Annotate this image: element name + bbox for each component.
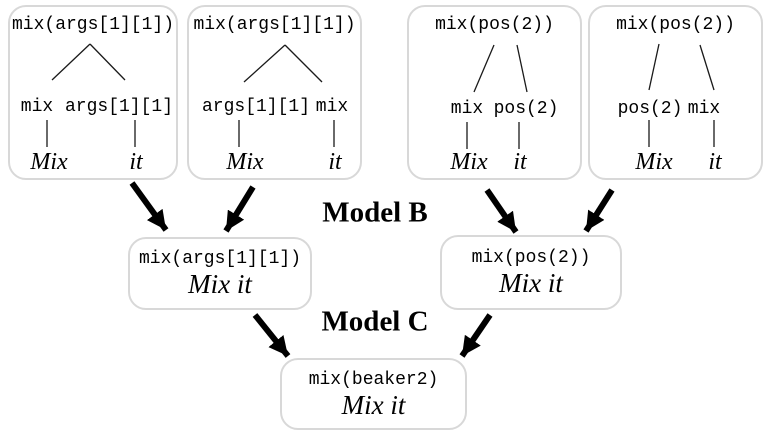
tree-box-pos-order1: mix(pos(2)) mix pos(2) Mix it: [407, 5, 582, 180]
tree-child-right: mix: [315, 97, 349, 117]
merged-node-gloss: Mix it: [188, 269, 252, 300]
tree-branch-left: [243, 44, 286, 83]
tree-branch-left: [51, 43, 91, 81]
tree-child-left: pos(2): [617, 99, 683, 119]
arrow-args-node-to-beaker-node: [252, 313, 291, 358]
merged-node-code: mix(beaker2): [308, 369, 439, 390]
tree-child-right: mix: [687, 99, 721, 119]
tree-edges: [238, 44, 335, 147]
merged-node-pos: mix(pos(2)) Mix it: [440, 235, 622, 310]
tree-child-left: mix: [450, 99, 484, 119]
tree-root: mix(args[1][1]): [11, 15, 175, 35]
tree-branch-left: [648, 43, 660, 91]
tree-leaf-left: Mix: [30, 149, 68, 175]
tree-root: mix(pos(2)): [616, 15, 735, 35]
tree-branch-right: [284, 44, 323, 83]
merged-node-gloss: Mix it: [499, 268, 563, 299]
arrow-tree2-to-args-node: [223, 185, 256, 233]
tree-box-args-order1: mix(args[1][1]) mix args[1][1] Mix it: [8, 5, 178, 180]
model-c-label: Model C: [321, 305, 429, 338]
tree-leaf-right: it: [708, 149, 722, 175]
merged-node-gloss: Mix it: [341, 389, 406, 420]
tree-child-right: args[1][1]: [64, 97, 174, 117]
arrow-pos-node-to-beaker-node: [459, 313, 493, 358]
arrow-tree3-to-pos-node: [484, 188, 519, 234]
tree-leaf-left: Mix: [226, 149, 264, 175]
arrow-tree4-to-pos-node: [583, 188, 615, 233]
tree-box-args-order2: mix(args[1][1]) args[1][1] mix Mix it: [187, 5, 362, 180]
tree-root: mix(pos(2)): [435, 15, 554, 35]
tree-leaf-left: Mix: [450, 149, 488, 175]
tree-branch-right: [699, 44, 715, 91]
arrow-tree1-to-args-node: [129, 181, 169, 232]
merged-node-beaker: mix(beaker2) Mix it: [280, 358, 467, 430]
tree-root: mix(args[1][1]): [193, 15, 356, 35]
model-b-label: Model B: [322, 196, 428, 229]
tree-branch-right: [89, 43, 126, 81]
merged-node-args: mix(args[1][1]) Mix it: [128, 237, 312, 310]
tree-leaf-right: it: [328, 149, 342, 175]
merged-node-code: mix(args[1][1]): [138, 249, 302, 270]
merged-node-code: mix(pos(2)): [471, 248, 591, 269]
tree-edges: [648, 43, 715, 147]
tree-child-right: pos(2): [493, 99, 559, 119]
tree-box-pos-order2: mix(pos(2)) pos(2) mix Mix it: [588, 5, 763, 180]
tree-leaf-left: Mix: [635, 149, 673, 175]
tree-edges: [466, 44, 528, 149]
tree-branch-left: [473, 44, 495, 93]
tree-leaf-right: it: [129, 149, 143, 175]
tree-edges: [46, 43, 136, 147]
tree-branch-right: [516, 44, 528, 93]
tree-child-left: mix: [20, 97, 54, 117]
tree-leaf-right: it: [513, 149, 527, 175]
tree-child-left: args[1][1]: [201, 97, 311, 117]
